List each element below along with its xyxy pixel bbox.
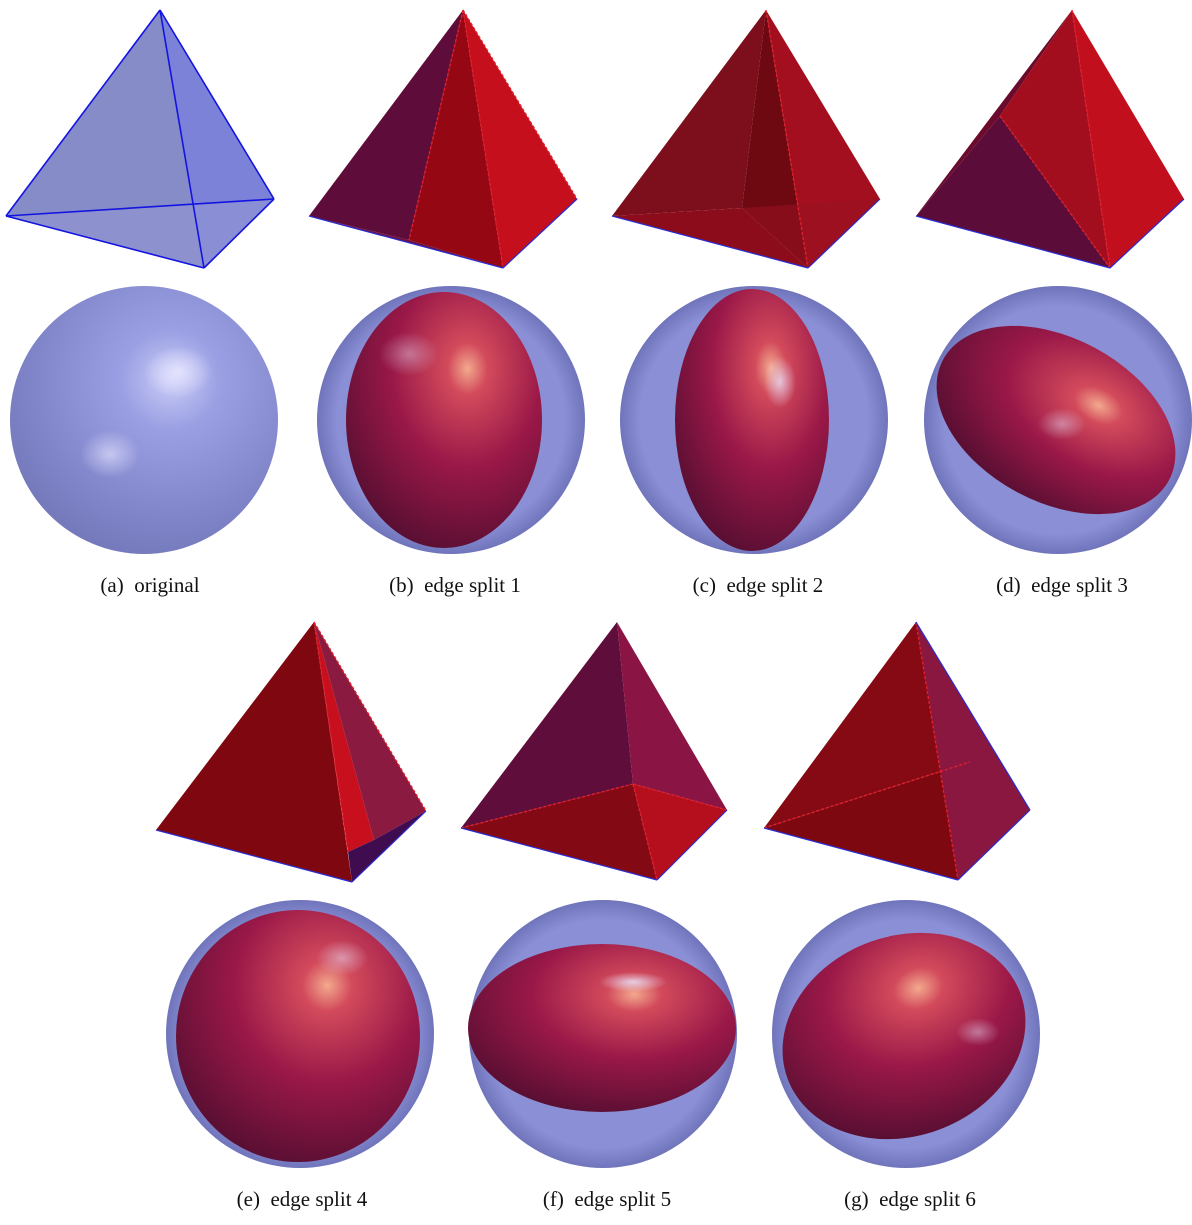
caption-a: (a) original [0, 573, 300, 598]
panel-e-edge-split-4: (e) edge split 4 [152, 614, 452, 1220]
panel-d-edge-split-3: (d) edge split 3 [912, 0, 1192, 606]
tetrahedron-split-3 [912, 0, 1192, 270]
sphere-original [0, 286, 300, 566]
caption-d: (d) edge split 3 [912, 573, 1192, 598]
panel-g-edge-split-6: (g) edge split 6 [760, 614, 1060, 1220]
caption-g: (g) edge split 6 [760, 1187, 1060, 1212]
sphere-ellipsoid-5 [457, 900, 757, 1180]
tetrahedron-original [0, 0, 300, 270]
caption-b: (b) edge split 1 [305, 573, 605, 598]
sphere-ellipsoid-4 [152, 900, 452, 1180]
panel-b-edge-split-1: (b) edge split 1 [305, 0, 605, 606]
tetrahedron-split-4 [152, 614, 452, 884]
panel-c-edge-split-2: (c) edge split 2 [608, 0, 908, 606]
caption-e: (e) edge split 4 [152, 1187, 452, 1212]
tetrahedron-split-5 [457, 614, 757, 884]
sphere-ellipsoid-1 [305, 286, 605, 566]
panel-f-edge-split-5: (f) edge split 5 [457, 614, 757, 1220]
tetrahedron-split-1 [305, 0, 605, 270]
tetrahedron-split-2 [608, 0, 908, 270]
caption-c: (c) edge split 2 [608, 573, 908, 598]
sphere-ellipsoid-3 [912, 286, 1192, 566]
sphere-ellipsoid-6 [760, 900, 1060, 1180]
panel-a-original: (a) original [0, 0, 300, 606]
caption-f: (f) edge split 5 [457, 1187, 757, 1212]
sphere-ellipsoid-2 [608, 286, 908, 566]
tetrahedron-split-6 [760, 614, 1060, 884]
